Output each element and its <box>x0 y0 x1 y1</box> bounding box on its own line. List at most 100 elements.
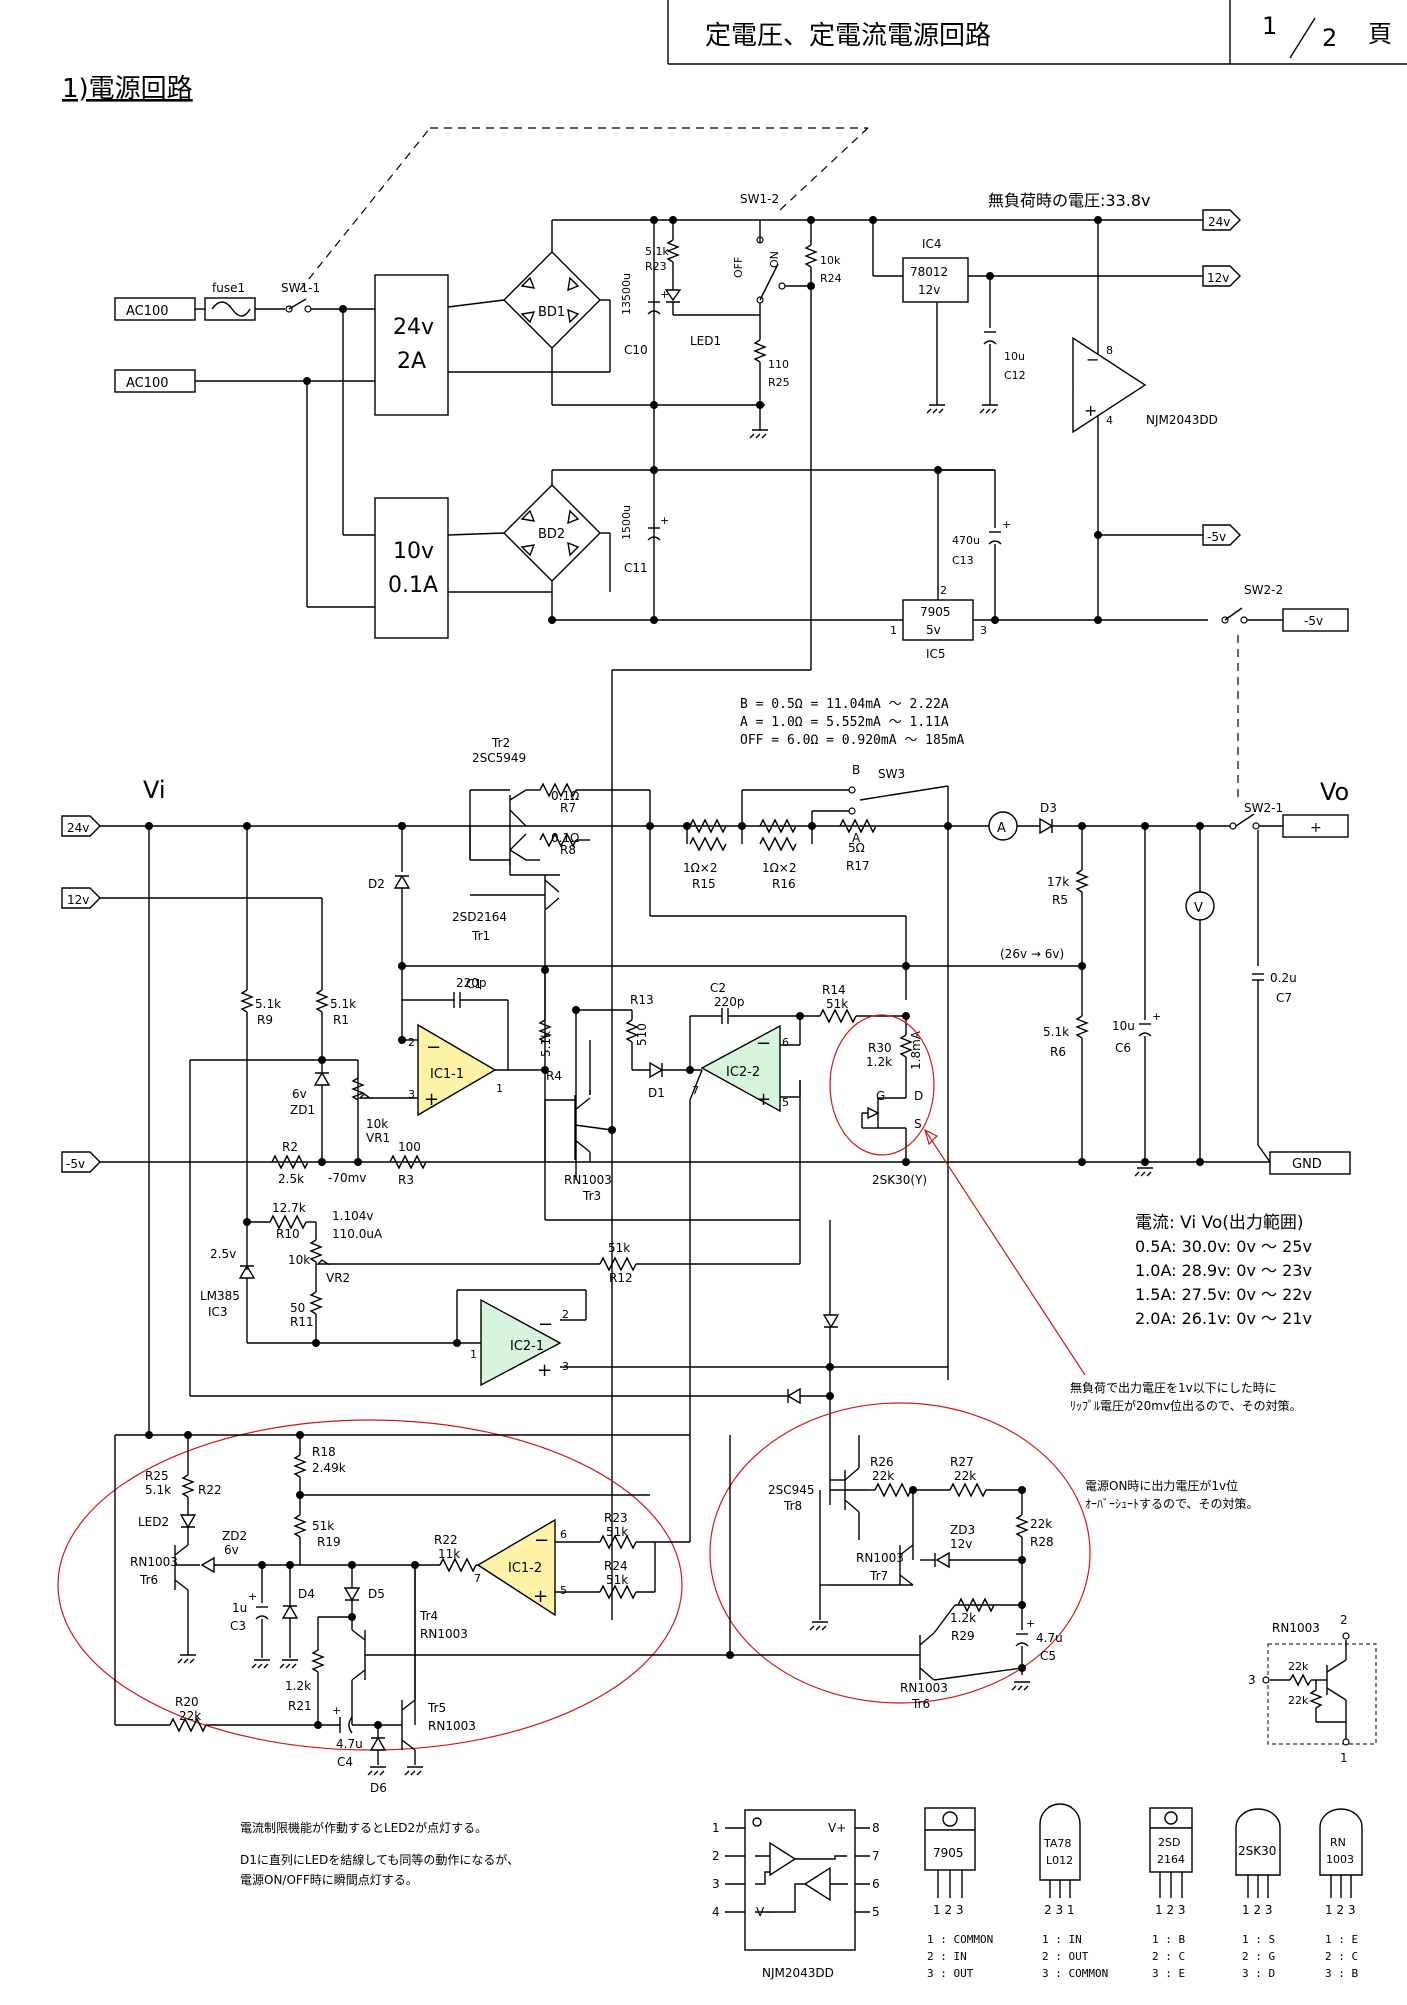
sw1-1-label: SW1-1 <box>281 281 320 295</box>
ac-input-2: AC100 <box>126 376 169 391</box>
svg-text:1 2 3: 1 2 3 <box>1242 1903 1273 1917</box>
svg-text:5.1k: 5.1k <box>1043 1025 1069 1039</box>
ripple-note-line2: ﾘｯﾌﾟﾙ電圧が20mv位出るので、その対策。 <box>1070 1398 1302 1413</box>
svg-text:1 : E: 1 : E <box>1325 1933 1358 1946</box>
svg-text:10k: 10k <box>820 254 841 267</box>
svg-text:SW2-2: SW2-2 <box>1244 583 1283 597</box>
svg-text:+: + <box>248 1590 257 1603</box>
svg-text:+: + <box>1310 820 1322 836</box>
svg-text:4: 4 <box>712 1905 720 1919</box>
svg-text:−: − <box>756 1033 771 1054</box>
svg-text:+: + <box>424 1089 439 1110</box>
svg-text:7905: 7905 <box>920 605 951 619</box>
svg-text:2: 2 <box>408 1036 415 1049</box>
svg-text:R26: R26 <box>870 1455 894 1469</box>
svg-text:R8: R8 <box>560 843 576 857</box>
svg-text:220p: 220p <box>456 976 487 990</box>
svg-text:L012: L012 <box>1046 1854 1073 1867</box>
svg-text:10u: 10u <box>1112 1019 1135 1033</box>
svg-text:3 : E: 3 : E <box>1152 1967 1185 1980</box>
svg-text:ZD2: ZD2 <box>222 1529 247 1543</box>
svg-text:0.1Ω: 0.1Ω <box>551 789 579 803</box>
svg-text:ｵｰﾊﾞｰｼｭｰﾄするので、その対策。: ｵｰﾊﾞｰｼｭｰﾄするので、その対策。 <box>1085 1497 1259 1511</box>
svg-text:IC1-1: IC1-1 <box>430 1067 464 1082</box>
page-number: 1 <box>1262 12 1277 40</box>
svg-text:V+: V+ <box>828 1821 846 1835</box>
svg-text:0.2u: 0.2u <box>1270 971 1297 985</box>
svg-text:R23: R23 <box>604 1511 628 1525</box>
svg-text:R22: R22 <box>198 1483 222 1497</box>
svg-text:10k: 10k <box>288 1253 310 1267</box>
svg-text:VR1: VR1 <box>366 1131 390 1145</box>
svg-text:0.1Ω: 0.1Ω <box>551 831 579 845</box>
svg-text:6v: 6v <box>292 1087 307 1101</box>
svg-text:0.5A: 30.0v: 0v ～ 25v: 0.5A: 30.0v: 0v ～ 25v <box>1135 1237 1312 1256</box>
svg-text:2.0A: 26.1v: 0v ～ 21v: 2.0A: 26.1v: 0v ～ 21v <box>1135 1309 1312 1328</box>
svg-text:RN1003: RN1003 <box>856 1551 904 1565</box>
svg-text:-5v: -5v <box>1304 614 1323 628</box>
svg-text:D: D <box>914 1089 923 1103</box>
svg-text:電源ON/OFF時に瞬間点灯する。: 電源ON/OFF時に瞬間点灯する。 <box>240 1873 418 1887</box>
svg-text:1u: 1u <box>232 1601 247 1615</box>
svg-text:-70mv: -70mv <box>328 1171 366 1185</box>
svg-text:D3: D3 <box>1040 801 1057 815</box>
svg-text:R15: R15 <box>692 877 716 891</box>
svg-text:2 : OUT: 2 : OUT <box>1042 1950 1089 1963</box>
svg-text:IC2-2: IC2-2 <box>726 1065 760 1080</box>
svg-text:12v: 12v <box>950 1537 972 1551</box>
svg-text:R13: R13 <box>630 993 654 1007</box>
svg-text:LED1: LED1 <box>690 334 721 348</box>
svg-text:Tr6: Tr6 <box>139 1573 158 1587</box>
svg-text:+: + <box>1026 1617 1035 1630</box>
svg-text:1: 1 <box>1340 1751 1348 1765</box>
svg-text:6: 6 <box>782 1036 789 1049</box>
svg-text:110: 110 <box>768 358 789 371</box>
svg-text:Tr5: Tr5 <box>427 1701 446 1715</box>
svg-text:+: + <box>537 1360 552 1381</box>
svg-text:C10: C10 <box>624 343 648 357</box>
t2-voltage: 10v <box>393 539 434 564</box>
t2-current: 0.1A <box>388 573 438 598</box>
svg-text:470u: 470u <box>952 534 980 547</box>
t1-voltage: 24v <box>393 315 434 340</box>
svg-text:1.5A: 27.5v: 0v ～ 22v: 1.5A: 27.5v: 0v ～ 22v <box>1135 1285 1312 1304</box>
svg-text:−: − <box>534 1530 549 1551</box>
svg-text:5: 5 <box>560 1584 567 1597</box>
svg-text:2 : G: 2 : G <box>1242 1950 1275 1963</box>
svg-text:3 : OUT: 3 : OUT <box>927 1967 974 1980</box>
svg-text:3 : COMMON: 3 : COMMON <box>1042 1967 1108 1980</box>
svg-text:2SK30: 2SK30 <box>1238 1844 1276 1858</box>
fuse-label: fuse1 <box>212 281 245 295</box>
svg-text:2: 2 <box>562 1308 569 1321</box>
svg-text:IC3: IC3 <box>208 1305 228 1319</box>
svg-text:13500u: 13500u <box>620 273 633 315</box>
svg-text:1.2k: 1.2k <box>950 1611 976 1625</box>
svg-text:R1: R1 <box>333 1013 349 1027</box>
svg-text:Tr1: Tr1 <box>471 929 490 943</box>
svg-text:1.0A: 28.9v: 0v ～ 23v: 1.0A: 28.9v: 0v ～ 23v <box>1135 1261 1312 1280</box>
svg-text:B = 0.5Ω = 11.04mA ～ 2.22A: B = 0.5Ω = 11.04mA ～ 2.22A <box>740 697 949 712</box>
svg-text:R12: R12 <box>609 1271 633 1285</box>
svg-text:1: 1 <box>496 1082 503 1095</box>
sw3-range-table: B = 0.5Ω = 11.04mA ～ 2.22A A = 1.0Ω = 5.… <box>740 697 964 748</box>
svg-text:4.7u: 4.7u <box>336 1737 363 1751</box>
svg-text:22k: 22k <box>1288 1660 1309 1673</box>
svg-text:C5: C5 <box>1040 1649 1056 1663</box>
svg-text:12v: 12v <box>1207 271 1229 285</box>
svg-text:12v: 12v <box>67 893 89 907</box>
svg-text:R21: R21 <box>288 1699 312 1713</box>
svg-text:R25: R25 <box>145 1469 169 1483</box>
svg-text:(26v → 6v): (26v → 6v) <box>1000 947 1064 961</box>
svg-text:RN1003: RN1003 <box>900 1681 948 1695</box>
svg-text:2: 2 <box>1340 1613 1348 1627</box>
svg-text:6: 6 <box>872 1877 880 1891</box>
svg-text:無負荷時の電圧:33.8v: 無負荷時の電圧:33.8v <box>988 191 1151 210</box>
title-block: 定電圧、定電流電源回路 1 2 頁 <box>667 0 1407 65</box>
svg-text:+: + <box>1002 518 1011 531</box>
svg-text:R4: R4 <box>546 1069 562 1083</box>
svg-text:12.7k: 12.7k <box>272 1201 306 1215</box>
svg-text:1003: 1003 <box>1326 1853 1354 1866</box>
svg-text:5.1k: 5.1k <box>145 1483 171 1497</box>
svg-text:NJM2043DD: NJM2043DD <box>762 1966 834 1980</box>
page-title: 定電圧、定電流電源回路 <box>705 21 991 51</box>
